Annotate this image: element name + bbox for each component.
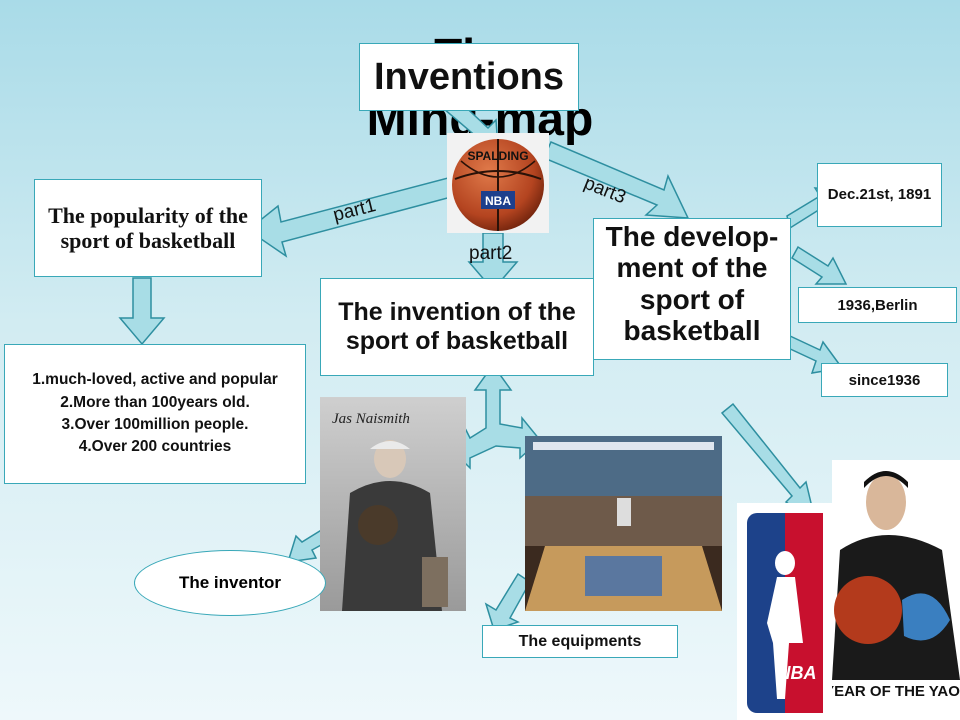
equipments-photo xyxy=(525,436,722,611)
yao-photo: YEAR OF THE YAO xyxy=(832,460,960,720)
timeline-date-box: Dec.21st, 1891 xyxy=(817,163,942,227)
arrow-to-berlin xyxy=(791,245,848,285)
inventor-photo: Jas Naismith xyxy=(320,397,466,611)
ball-nba: NBA xyxy=(485,194,511,208)
arrow-part1 xyxy=(246,177,457,258)
invention-heading: The invention of the sport of basketball xyxy=(338,298,576,355)
timeline-berlin-box: 1936,Berlin xyxy=(798,287,957,323)
timeline-date: Dec.21st, 1891 xyxy=(827,185,932,203)
popularity-box: The popularity of the sport of basketbal… xyxy=(34,179,262,277)
inventions-box: Inventions xyxy=(359,43,579,111)
arrow-part3 xyxy=(543,141,690,219)
inventions-label: Inventions xyxy=(373,55,565,98)
fact-item: 2.More than 100years old. xyxy=(60,393,250,411)
nba-logo-text: NBA xyxy=(778,663,817,683)
arrow-invention-to-photos xyxy=(448,363,542,470)
basketball-photo: SPALDING NBA xyxy=(447,133,549,233)
arrow-to-equipments xyxy=(484,572,531,631)
equipments-label: The equipments xyxy=(518,632,642,650)
naismith-signature: Jas Naismith xyxy=(332,411,410,427)
ball-brand: SPALDING xyxy=(467,149,528,163)
development-heading: The develop-ment of the sport of basketb… xyxy=(605,221,779,347)
popularity-heading: The popularity of the sport of basketbal… xyxy=(48,202,248,253)
development-box: The develop-ment of the sport of basketb… xyxy=(593,218,791,360)
inventor-ellipse: The inventor xyxy=(134,550,326,616)
arrow-popularity-to-facts xyxy=(118,277,166,346)
fact-item: 1.much-loved, active and popular xyxy=(32,371,278,389)
fact-item: 3.Over 100million people. xyxy=(61,416,249,433)
arrow-part2 xyxy=(467,232,519,292)
timeline-berlin: 1936,Berlin xyxy=(837,296,918,314)
basketball-icon: SPALDING NBA xyxy=(452,139,544,231)
nba-logo-photo: NBA xyxy=(737,503,832,720)
invention-box: The invention of the sport of basketball xyxy=(320,278,594,376)
fact-item: 4.Over 200 countries xyxy=(78,438,232,456)
label-part2: part2 xyxy=(469,243,513,264)
equipments-box: The equipments xyxy=(482,625,678,658)
inventor-label: The inventor xyxy=(178,573,281,592)
timeline-since-box: since1936 xyxy=(821,363,948,397)
facts-box: 1.much-loved, active and popular 2.More … xyxy=(4,344,306,484)
yao-caption: YEAR OF THE YAO xyxy=(832,683,960,700)
timeline-since: since1936 xyxy=(848,371,921,389)
